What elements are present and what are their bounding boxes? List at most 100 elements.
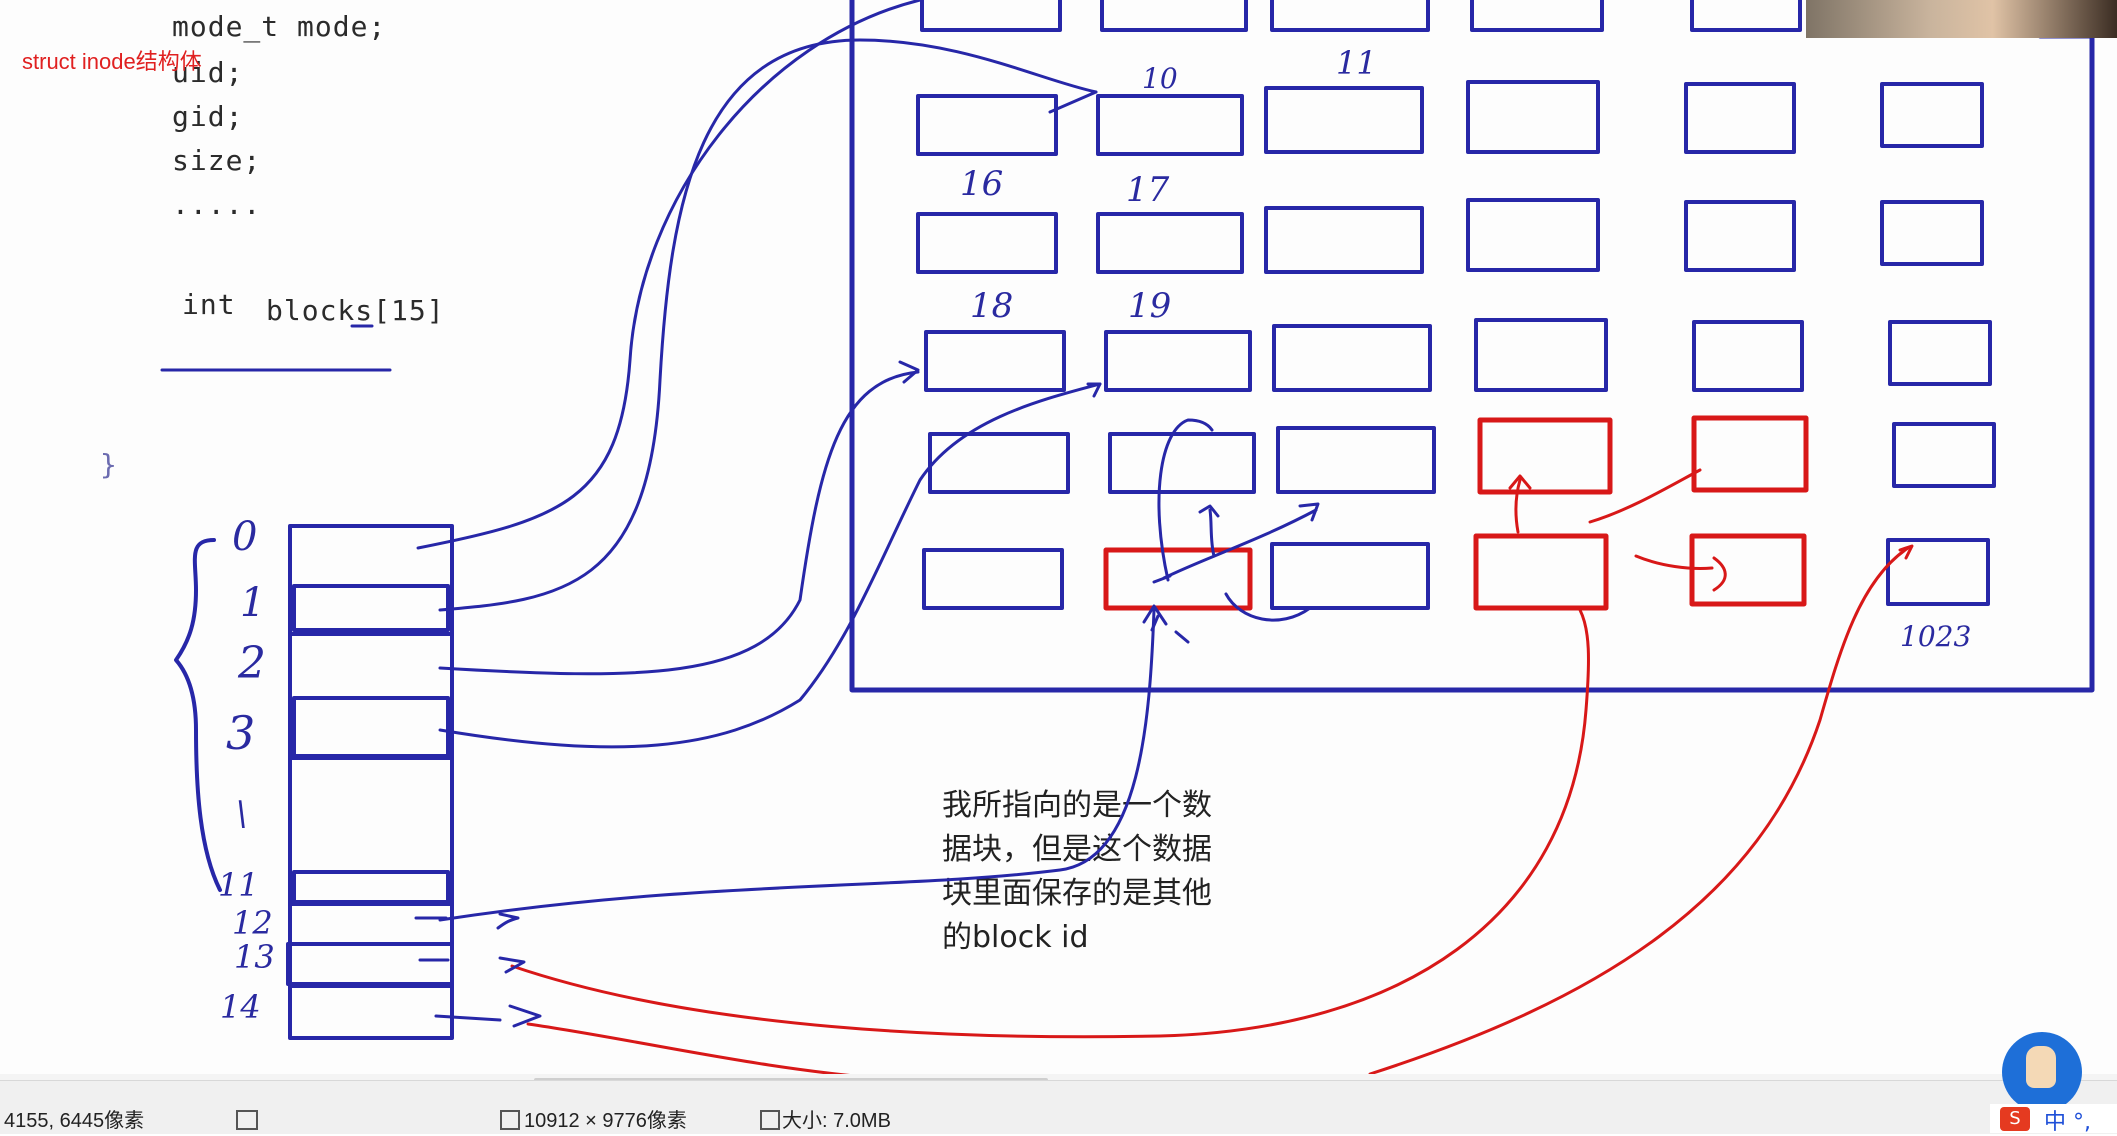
arrowhead xyxy=(1086,382,1102,398)
data-block xyxy=(1272,324,1432,392)
blocks-array-stack xyxy=(286,524,454,1040)
note-line: 我所指向的是一个数 xyxy=(942,788,1212,823)
webcam-overlay xyxy=(1806,0,2117,38)
grid-label-16: 16 xyxy=(960,164,1004,204)
selection-icon xyxy=(236,1110,258,1130)
data-block-red xyxy=(1689,533,1807,607)
data-block xyxy=(1104,330,1252,392)
data-block xyxy=(1474,318,1608,392)
arrowhead xyxy=(1048,90,1098,114)
index-label-3: 3 xyxy=(226,706,256,760)
note-line: 据块，但是这个数据 xyxy=(942,832,1212,867)
grid-label-17: 17 xyxy=(1126,170,1170,210)
index-label-12: 12 xyxy=(232,904,273,942)
grid-label-11: 11 xyxy=(1336,44,1377,82)
direct-blocks-brace xyxy=(174,538,222,892)
code-blocks-array: blocks[15] xyxy=(266,294,445,327)
red-inner-arrow xyxy=(1712,556,1727,592)
index-arrow-12-tip xyxy=(496,912,520,930)
disk-row-2 xyxy=(916,198,1984,274)
index-label-2: 2 xyxy=(238,638,266,689)
index-label-1: 1 xyxy=(240,580,266,626)
index-label-14: 14 xyxy=(220,988,261,1026)
data-block xyxy=(1684,200,1796,272)
data-block xyxy=(1880,200,1984,266)
index-arrow-14-tip xyxy=(508,1004,542,1028)
fanout-arrow xyxy=(1157,418,1214,582)
data-block-red xyxy=(1477,417,1613,495)
fanout-arrow xyxy=(1162,508,1318,580)
data-block xyxy=(1466,198,1600,272)
data-block xyxy=(1264,86,1424,154)
red-inner-arrow xyxy=(1508,474,1532,490)
red-inner-arrow xyxy=(1588,468,1702,524)
file-size: 大小: 7.0MB xyxy=(782,1110,891,1132)
data-block xyxy=(1690,0,1802,32)
data-block xyxy=(924,330,1066,392)
index-arrows xyxy=(414,912,542,1028)
blocks-entry xyxy=(292,584,450,632)
index-label-ellipsis: \ xyxy=(236,794,248,834)
disk-row-4 xyxy=(928,415,1996,495)
fanout-arrow xyxy=(1150,614,1190,644)
diagram-drawing xyxy=(160,0,2095,1080)
disk-row-top xyxy=(920,0,1802,32)
data-block xyxy=(916,212,1058,274)
data-block xyxy=(1270,542,1430,610)
data-block xyxy=(922,548,1064,610)
red-inner-arrow xyxy=(1634,554,1714,570)
note-line: 的block id xyxy=(942,920,1089,955)
fanout-arrow xyxy=(1208,508,1216,558)
data-block xyxy=(1892,422,1996,488)
dimension-icon xyxy=(500,1110,520,1130)
pointer-arrow-12 xyxy=(438,608,1156,922)
grid-label-19: 19 xyxy=(1128,286,1172,326)
pointer-arrow-1 xyxy=(438,38,1098,612)
status-bar xyxy=(0,1080,2117,1134)
index-label-11: 11 xyxy=(218,866,259,904)
disk-row-1 xyxy=(916,80,1984,156)
data-block xyxy=(1888,320,1992,386)
note-line: 块里面保存的是其他 xyxy=(942,876,1212,911)
data-block xyxy=(1270,0,1430,32)
code-line-size: size; xyxy=(172,144,262,177)
data-block xyxy=(920,0,1062,32)
sogou-logo-icon[interactable]: S xyxy=(2000,1107,2030,1131)
data-block xyxy=(1264,206,1424,274)
ime-mode[interactable]: 中 °, xyxy=(2044,1110,2091,1135)
pointer-arrow-2 xyxy=(438,370,920,676)
assistant-hand-icon[interactable] xyxy=(2002,1032,2082,1112)
data-block xyxy=(1880,82,1984,148)
data-block-red xyxy=(1691,415,1809,493)
blocks-array-frame xyxy=(288,524,454,1040)
data-block xyxy=(1684,82,1796,154)
data-block-red xyxy=(1473,533,1609,611)
data-block xyxy=(1886,538,1990,606)
data-block xyxy=(1108,432,1256,494)
indirect-fanout-arrows xyxy=(1150,418,1320,644)
cursor-position: 4155, 6445像素 xyxy=(4,1110,145,1132)
image-dimensions: 10912 × 9776像素 xyxy=(524,1110,687,1132)
data-block xyxy=(1470,0,1604,32)
pointer-arrow-3 xyxy=(438,382,1102,749)
indirect-block-note: 我所指向的是一个数 据块，但是这个数据 块里面保存的是其他 的block id xyxy=(942,784,1282,960)
direct-pointer-arrows xyxy=(416,0,1168,922)
indirect-block-red xyxy=(1103,547,1253,611)
fanout-arrow xyxy=(1198,504,1220,518)
index-arrow-13-tip xyxy=(498,956,526,974)
index-arrow-14 xyxy=(434,1014,502,1022)
code-closing-brace: } xyxy=(100,448,118,481)
data-block xyxy=(1276,426,1436,494)
red-inner-arrow xyxy=(1898,544,1914,560)
disk-row-5 xyxy=(922,533,1990,611)
disk-block-region xyxy=(849,0,2095,693)
red-pointer-13 xyxy=(510,608,1590,1039)
data-block xyxy=(1692,320,1804,392)
code-line-mode: mode_t mode; xyxy=(172,10,387,43)
grid-label-10: 10 xyxy=(1142,62,1178,95)
grid-label-1023: 1023 xyxy=(1900,620,1972,653)
arrowhead xyxy=(898,360,920,384)
fanout-arrow xyxy=(1152,574,1172,584)
red-pointer-arrows xyxy=(510,468,1914,1080)
data-block xyxy=(928,432,1070,494)
